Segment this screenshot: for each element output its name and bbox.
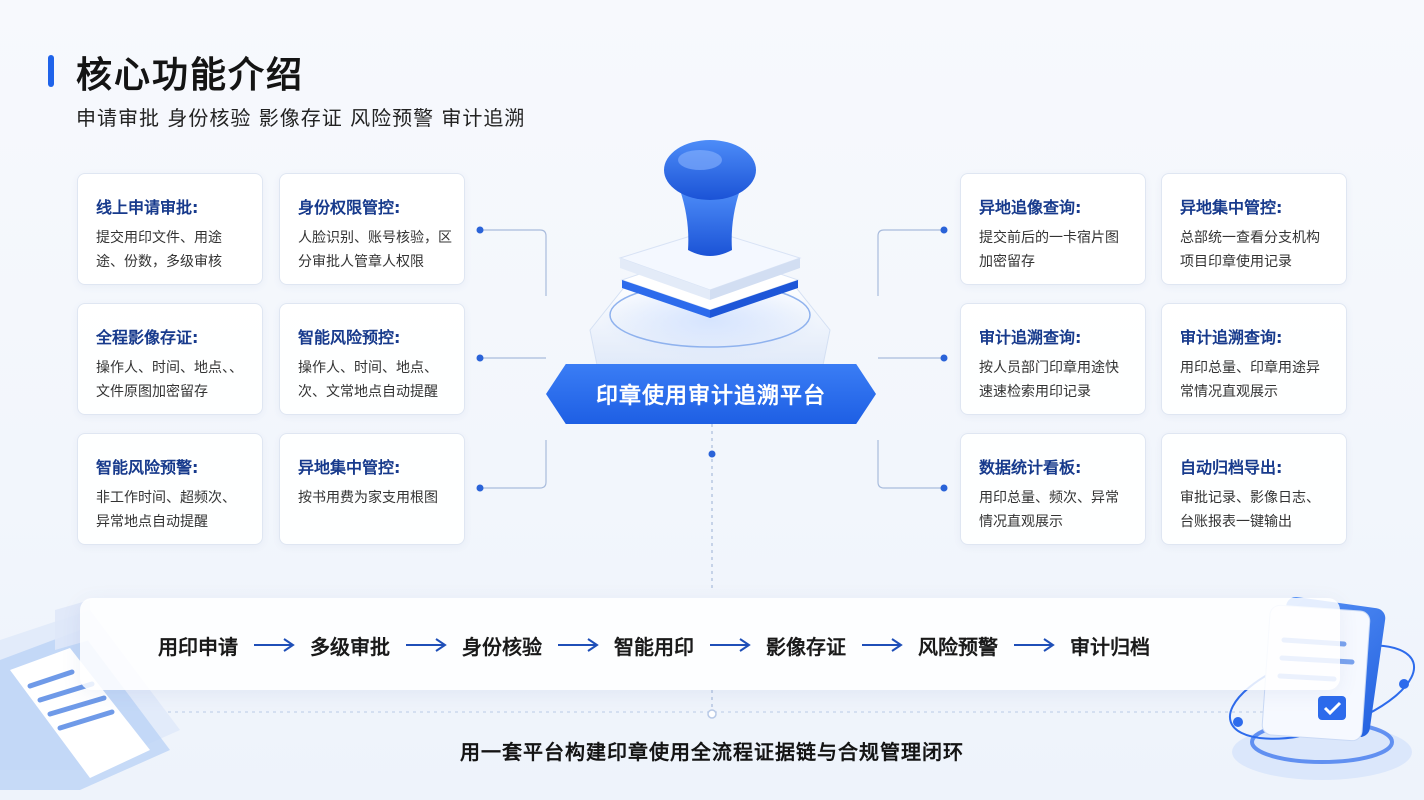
arrow-right-icon xyxy=(1014,638,1055,652)
card-desc: 人脸识别、账号核验，区分审批人管章人权限 xyxy=(298,230,452,270)
stamp-icon xyxy=(589,140,831,381)
connector-dot xyxy=(476,226,484,234)
card-desc: 非工作时间、超频次、异常地点自动提醒 xyxy=(96,490,236,530)
feature-card-data-dashboard[interactable]: 数据统计看板: 用印总量、频次、异常情况直观展示 xyxy=(960,433,1146,545)
page-subtitle: 申请审批 身份核验 影像存证 风险预警 审计追溯 xyxy=(76,106,526,130)
flow-step-approval: 多级审批 xyxy=(310,634,390,659)
feature-card-audit-query-2[interactable]: 审计追溯查询: 用印总量、印章用途异常情况直观展示 xyxy=(1161,303,1347,415)
connector-dot xyxy=(940,354,948,362)
card-title: 异地集中管控: xyxy=(298,458,401,477)
footer-summary: 用一套平台构建印章使用全流程证据链与合规管理闭环 xyxy=(460,740,964,764)
feature-card-risk-warning[interactable]: 智能风险预警: 非工作时间、超频次、异常地点自动提醒 xyxy=(77,433,263,545)
connector-dot xyxy=(476,484,484,492)
card-title: 审计追溯查询: xyxy=(979,328,1082,347)
arrow-right-icon xyxy=(710,638,751,652)
connector-dot xyxy=(708,450,716,458)
arrow-right-icon xyxy=(406,638,447,652)
flow-step-apply: 用印申请 xyxy=(158,634,238,659)
card-title: 全程影像存证: xyxy=(96,328,199,347)
connector-dot xyxy=(940,484,948,492)
document-stack-icon xyxy=(0,600,180,790)
card-desc: 按书用费为家支用根图 xyxy=(298,490,438,506)
card-title: 线上申请审批: xyxy=(96,198,199,217)
flow-step-smart-stamp: 智能用印 xyxy=(614,634,694,659)
card-title: 异地追像查询: xyxy=(979,198,1082,217)
feature-card-remote-control-left[interactable]: 异地集中管控: 按书用费为家支用根图 xyxy=(279,433,465,545)
card-desc: 用印总量、印章用途异常情况直观展示 xyxy=(1180,360,1320,400)
card-desc: 总部统一查看分支机构项目印章使用记录 xyxy=(1180,230,1320,270)
flow-step-identity: 身份核验 xyxy=(462,634,542,659)
card-title: 自动归档导出: xyxy=(1180,458,1283,477)
arrow-right-icon xyxy=(558,638,599,652)
card-desc: 用印总量、频次、异常情况直观展示 xyxy=(979,490,1119,530)
flow-step-risk-warning: 风险预警 xyxy=(918,634,998,659)
platform-banner: 印章使用审计追溯平台 xyxy=(546,364,876,424)
flow-step-audit-archive: 审计归档 xyxy=(1070,634,1150,659)
card-title: 审计追溯查询: xyxy=(1180,328,1283,347)
title-accent-bar xyxy=(48,55,54,87)
feature-card-auto-archive[interactable]: 自动归档导出: 审批记录、影像日志、台账报表一键输出 xyxy=(1161,433,1347,545)
arrow-right-icon xyxy=(862,638,903,652)
feature-card-online-approval[interactable]: 线上申请审批: 提交用印文件、用途途、份数，多级审核 xyxy=(77,173,263,285)
flow-step-image-evidence: 影像存证 xyxy=(766,634,846,659)
page-title: 核心功能介绍 xyxy=(76,55,305,96)
footer-dot xyxy=(707,709,717,719)
card-title: 智能风险预控: xyxy=(298,328,401,347)
card-desc: 提交用印文件、用途途、份数，多级审核 xyxy=(96,230,222,270)
card-title: 智能风险预警: xyxy=(96,458,199,477)
card-desc: 审批记录、影像日志、台账报表一键输出 xyxy=(1180,490,1320,530)
connector-dot xyxy=(476,354,484,362)
card-desc: 操作人、时间、地点、次、文常地点自动提醒 xyxy=(298,360,438,400)
feature-card-remote-control-right[interactable]: 异地集中管控: 总部统一查看分支机构项目印章使用记录 xyxy=(1161,173,1347,285)
feature-card-identity-permission[interactable]: 身份权限管控: 人脸识别、账号核验，区分审批人管章人权限 xyxy=(279,173,465,285)
feature-card-remote-image-query[interactable]: 异地追像查询: 提交前后的一卡宿片图加密留存 xyxy=(960,173,1146,285)
arrow-right-icon xyxy=(254,638,295,652)
card-desc: 按人员部门印章用途快速速检索用印记录 xyxy=(979,360,1119,400)
feature-card-audit-query-1[interactable]: 审计追溯查询: 按人员部门印章用途快速速检索用印记录 xyxy=(960,303,1146,415)
card-title: 身份权限管控: xyxy=(298,198,401,217)
feature-card-risk-prevention[interactable]: 智能风险预控: 操作人、时间、地点、次、文常地点自动提醒 xyxy=(279,303,465,415)
card-desc: 提交前后的一卡宿片图加密留存 xyxy=(979,230,1119,270)
card-title: 异地集中管控: xyxy=(1180,198,1283,217)
card-title: 数据统计看板: xyxy=(979,458,1082,477)
process-flow: 用印申请 多级审批 身份核验 智能用印 影像存证 风险预警 审计归档 xyxy=(158,630,1150,660)
feature-card-image-evidence[interactable]: 全程影像存证: 操作人、时间、地点、、文件原图加密留存 xyxy=(77,303,263,415)
card-desc: 操作人、时间、地点、、文件原图加密留存 xyxy=(96,360,243,400)
connector-dot xyxy=(940,226,948,234)
